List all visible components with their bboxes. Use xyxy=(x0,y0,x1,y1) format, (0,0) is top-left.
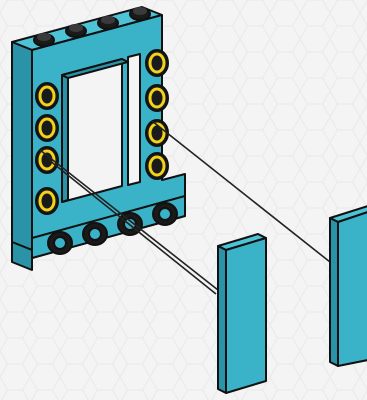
frame-opening-right xyxy=(128,54,140,185)
frame-opening-left-inner xyxy=(62,75,68,202)
flat-tile-left xyxy=(218,234,266,393)
flat-tile-right xyxy=(330,206,367,366)
frame-left-side xyxy=(12,42,32,250)
frame-opening-left xyxy=(62,59,122,202)
